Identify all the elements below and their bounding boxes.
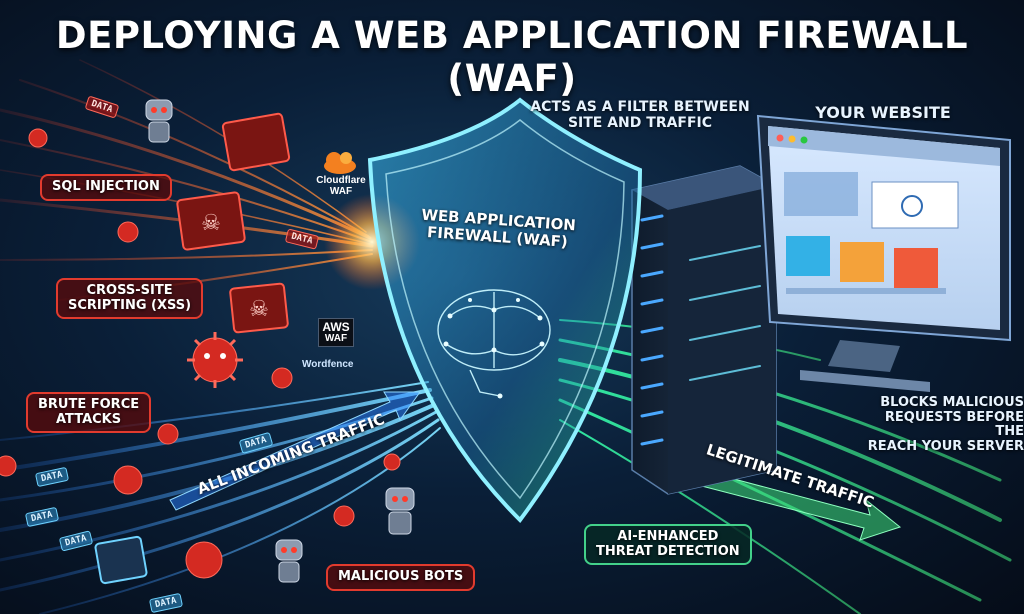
threat-malicious-bots: MALICIOUS BOTS xyxy=(326,564,476,591)
malicious-windows xyxy=(94,112,291,585)
ai-threat-detection-box: AI-ENHANCED THREAT DETECTION xyxy=(584,524,752,566)
svg-text:☠: ☠ xyxy=(201,211,221,236)
legitimate-traffic-arrow xyxy=(693,469,902,541)
virus-icon xyxy=(117,221,139,243)
virus-icon xyxy=(333,505,355,527)
provider-aws-line1: AWS xyxy=(322,320,350,334)
page-title: DEPLOYING A WEB APPLICATION FIREWALL (WA… xyxy=(55,14,969,100)
bug-window-icon xyxy=(94,535,148,585)
virus-icon xyxy=(185,541,223,579)
filter-note: ACTS AS A FILTER BETWEEN SITE AND TRAFFI… xyxy=(530,99,750,131)
waf-shield xyxy=(367,97,643,524)
threat-brute-line1: BRUTE FORCE xyxy=(38,397,140,412)
svg-text:☠: ☠ xyxy=(249,297,269,322)
threat-brute-line2: ATTACKS xyxy=(56,411,122,427)
virus-icon xyxy=(271,367,293,389)
website-label: YOUR WEBSITE xyxy=(815,103,951,122)
ai-box-line2: THREAT DETECTION xyxy=(596,543,740,559)
provider-wordfence: Wordfence xyxy=(302,359,354,370)
virus-icon xyxy=(157,423,179,445)
blocks-note-line3: REACH YOUR SERVER xyxy=(867,438,1024,454)
robot-icons xyxy=(145,99,415,583)
provider-cloudflare: Cloudflare WAF xyxy=(308,175,374,197)
ai-box-line1: AI-ENHANCED xyxy=(617,529,719,544)
robot-icon xyxy=(145,99,173,143)
threat-xss-line1: CROSS-SITE xyxy=(86,283,173,298)
filter-note-line2: SITE AND TRAFFIC xyxy=(567,114,713,131)
skull-window-icon xyxy=(176,191,246,251)
virus-icon xyxy=(0,455,17,477)
website-monitor xyxy=(756,114,1011,392)
blocks-note: BLOCKS MALICIOUS REQUESTS BEFORE THE REA… xyxy=(852,395,1024,454)
provider-aws-line2: WAF xyxy=(324,332,348,344)
incoming-traffic-arrow xyxy=(169,391,421,511)
robot-icon xyxy=(385,487,415,535)
virus-icon xyxy=(187,332,243,388)
blocks-note-line1: BLOCKS MALICIOUS xyxy=(880,395,1024,410)
skull-icons: ☠ ☠ xyxy=(201,211,269,322)
virus-icon xyxy=(28,128,48,148)
provider-cloudflare-line1: Cloudflare xyxy=(316,175,366,186)
threat-sql-injection: SQL INJECTION xyxy=(40,174,172,201)
virus-icons xyxy=(0,128,401,579)
server-rack xyxy=(631,165,777,495)
threat-xss: CROSS-SITE SCRIPTING (XSS) xyxy=(56,278,204,320)
cloudflare-logo-icon xyxy=(324,152,356,174)
blocks-note-line2: REQUESTS BEFORE THE xyxy=(884,409,1024,440)
threat-brute-force: BRUTE FORCE ATTACKS xyxy=(26,392,152,434)
virus-icon xyxy=(113,465,143,495)
virus-icon xyxy=(383,453,401,471)
robot-icon xyxy=(275,539,303,583)
broken-window-icon xyxy=(221,112,291,172)
provider-cloudflare-line2: WAF xyxy=(329,185,353,197)
skull-window-icon xyxy=(229,282,289,334)
filter-note-line1: ACTS AS A FILTER BETWEEN xyxy=(530,99,750,115)
threat-xss-line2: SCRIPTING (XSS) xyxy=(68,297,192,313)
provider-aws: AWS WAF xyxy=(318,318,354,348)
